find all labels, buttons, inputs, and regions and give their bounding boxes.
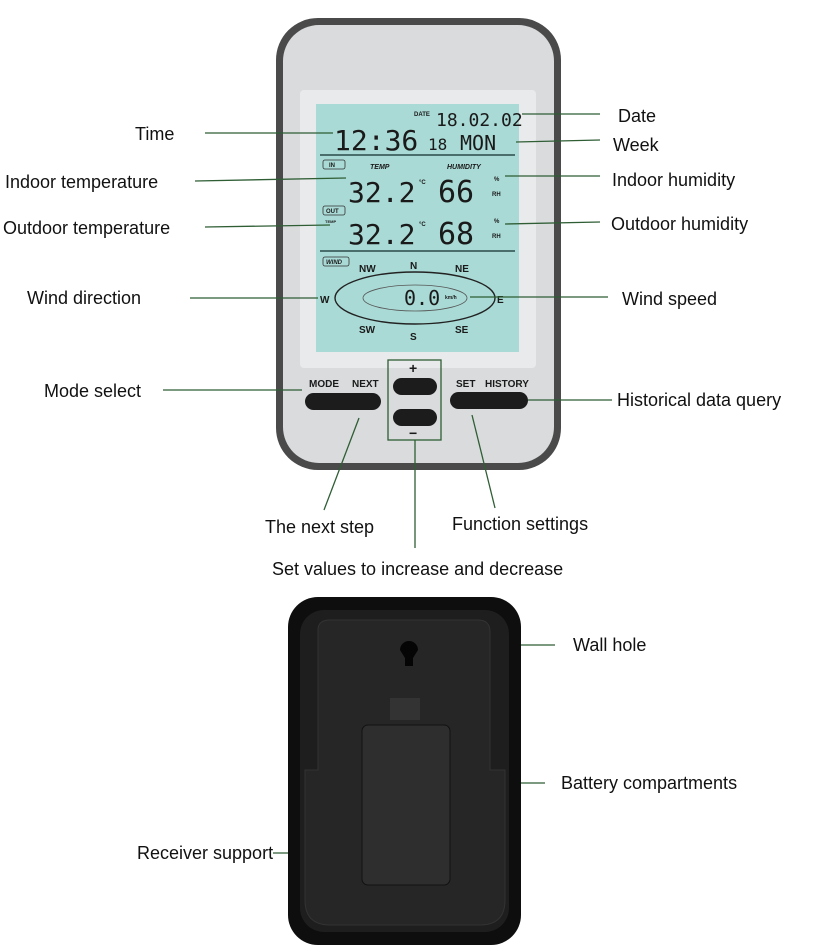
temp-small-label: TEMP — [325, 219, 336, 224]
compass-s: S — [410, 332, 417, 343]
indoor-humidity-value: 66 — [438, 175, 474, 210]
compass-sw: SW — [359, 325, 376, 336]
label-time: Time — [135, 124, 174, 144]
wind-speed-value: 0.0 — [404, 286, 440, 310]
label-week: Week — [613, 135, 660, 155]
seconds-value: 18 — [428, 135, 447, 154]
label-historical-data-query: Historical data query — [617, 390, 781, 410]
plus-button[interactable] — [393, 378, 437, 395]
label-wall-hole: Wall hole — [573, 635, 646, 655]
outdoor-humidity-value: 68 — [438, 217, 474, 252]
mode-next-button[interactable] — [305, 393, 381, 410]
label-date: Date — [618, 106, 656, 126]
date-label: DATE — [414, 112, 430, 118]
pct-unit: % — [494, 219, 500, 225]
label-receiver-support: Receiver support — [137, 843, 273, 863]
wind-unit: km/h — [445, 295, 457, 301]
compass-nw: NW — [359, 264, 376, 275]
temp-unit: °C — [419, 222, 426, 228]
minus-label: − — [409, 425, 417, 441]
compass-e: E — [497, 295, 504, 306]
minus-button[interactable] — [393, 409, 437, 426]
set-label: SET — [456, 379, 475, 390]
temp-header: TEMP — [370, 164, 390, 171]
outdoor-temp-value: 32.2 — [348, 218, 415, 251]
device-back — [288, 597, 521, 945]
compass-ne: NE — [455, 264, 469, 275]
temp-unit: °C — [419, 180, 426, 186]
battery-compartment — [361, 724, 451, 886]
label-wind-direction: Wind direction — [27, 288, 141, 308]
wind-badge: WIND — [326, 260, 343, 266]
label-indoor-temperature: Indoor temperature — [5, 172, 158, 192]
in-badge: IN — [329, 163, 335, 169]
label-mode-select: Mode select — [44, 381, 141, 401]
mode-label: MODE — [309, 379, 339, 390]
label-wind-speed: Wind speed — [622, 289, 717, 309]
weekday-value: MON — [460, 131, 496, 155]
label-outdoor-humidity: Outdoor humidity — [611, 214, 748, 234]
device-front: DATE 18.02.02 12:36 18 MON IN TEMP HUMID… — [276, 18, 561, 470]
wall-hole-icon — [400, 641, 418, 666]
rh-unit: RH — [492, 192, 501, 198]
compass-n: N — [410, 261, 417, 272]
callout-labels: Time Indoor temperature Outdoor temperat… — [3, 106, 781, 863]
history-label: HISTORY — [485, 379, 529, 390]
label-indoor-humidity: Indoor humidity — [612, 170, 735, 190]
leader-lines — [163, 113, 612, 854]
next-label: NEXT — [352, 379, 379, 390]
compass-ring — [334, 271, 496, 325]
rh-unit: RH — [492, 234, 501, 240]
date-value: 18.02.02 — [436, 110, 523, 131]
compass-w: W — [320, 295, 330, 306]
compass-se: SE — [455, 325, 469, 336]
label-battery-compartments: Battery compartments — [561, 773, 737, 793]
label-set-values: Set values to increase and decrease — [272, 559, 563, 579]
pct-unit: % — [494, 177, 500, 183]
indoor-temp-value: 32.2 — [348, 176, 415, 209]
label-outdoor-temperature: Outdoor temperature — [3, 218, 170, 238]
label-next-step: The next step — [265, 517, 374, 537]
label-function-settings: Function settings — [452, 514, 588, 534]
set-history-button[interactable] — [450, 392, 528, 409]
plus-label: + — [409, 360, 417, 376]
time-value: 12:36 — [334, 124, 418, 157]
humidity-header: HUMIDITY — [447, 164, 482, 171]
out-badge: OUT — [326, 209, 339, 215]
